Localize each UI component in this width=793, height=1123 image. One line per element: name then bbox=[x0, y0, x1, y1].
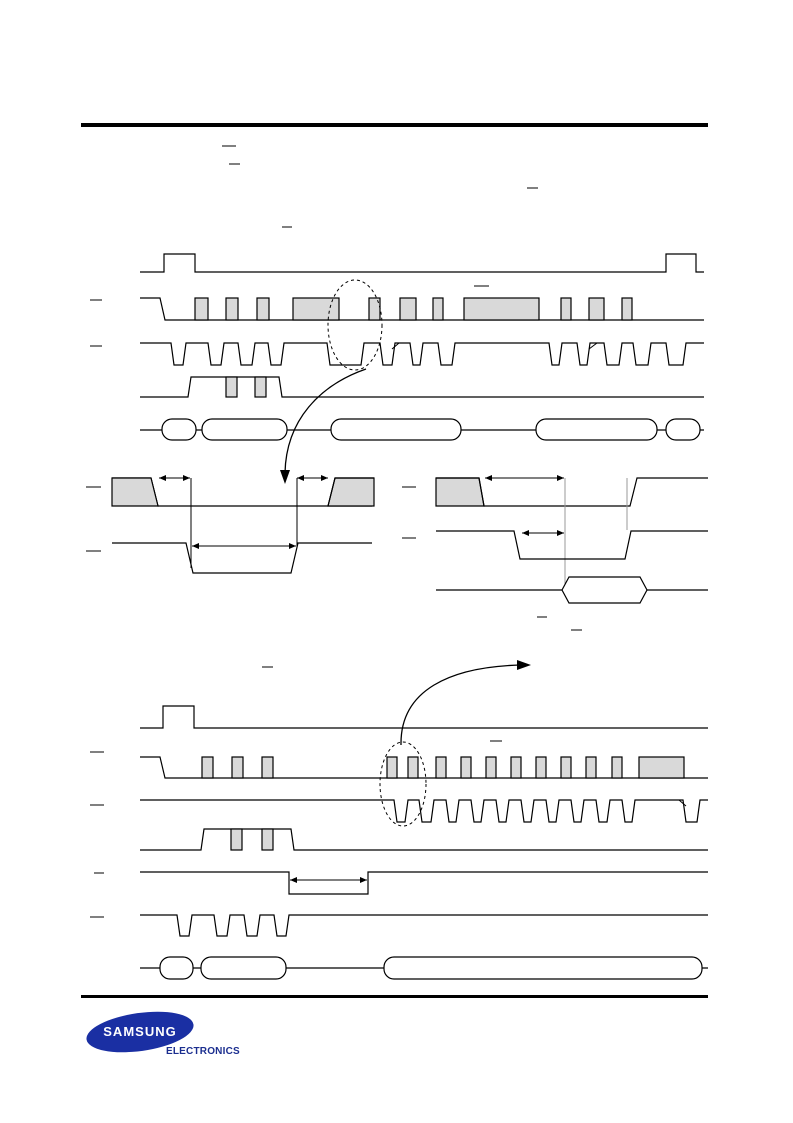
header-overbars bbox=[222, 145, 538, 228]
top-row1-waveform bbox=[140, 253, 704, 273]
electronics-text: ELECTRONICS bbox=[166, 1046, 240, 1057]
detail-left bbox=[86, 475, 375, 574]
bottom-rule bbox=[81, 995, 708, 998]
top-sequence bbox=[90, 253, 704, 484]
top-zoom-arrow bbox=[284, 368, 367, 474]
bottom-row2-pulses bbox=[201, 756, 685, 779]
top-row4-waveform bbox=[140, 376, 704, 398]
samsung-logo-oval bbox=[86, 1011, 194, 1053]
samsung-logo: SAMSUNG ELECTRONICS bbox=[86, 1008, 246, 1068]
bottom-row6-waveform bbox=[140, 914, 708, 937]
detail-right-arrows bbox=[485, 475, 564, 536]
bottom-row2-waveform bbox=[140, 756, 708, 779]
top-row2-pulses bbox=[194, 297, 633, 321]
bottom-sequence bbox=[90, 660, 708, 980]
bottom-row3-waveform bbox=[140, 799, 708, 823]
bottom-row5-waveform bbox=[140, 871, 708, 895]
top-row2-waveform bbox=[140, 297, 704, 321]
detail-right bbox=[402, 475, 708, 631]
samsung-logo-text: SAMSUNG bbox=[103, 1023, 177, 1039]
top-zoom-ellipse bbox=[327, 279, 383, 371]
bottom-row4-waveform bbox=[140, 828, 708, 851]
bottom-zoom-ellipse bbox=[379, 741, 427, 827]
bottom-row1-waveform bbox=[140, 705, 708, 729]
top-rule bbox=[81, 123, 708, 127]
bottom-zoom-arrow bbox=[400, 664, 521, 746]
top-row3-waveform bbox=[140, 342, 704, 366]
detail-left-arrows bbox=[159, 475, 328, 549]
